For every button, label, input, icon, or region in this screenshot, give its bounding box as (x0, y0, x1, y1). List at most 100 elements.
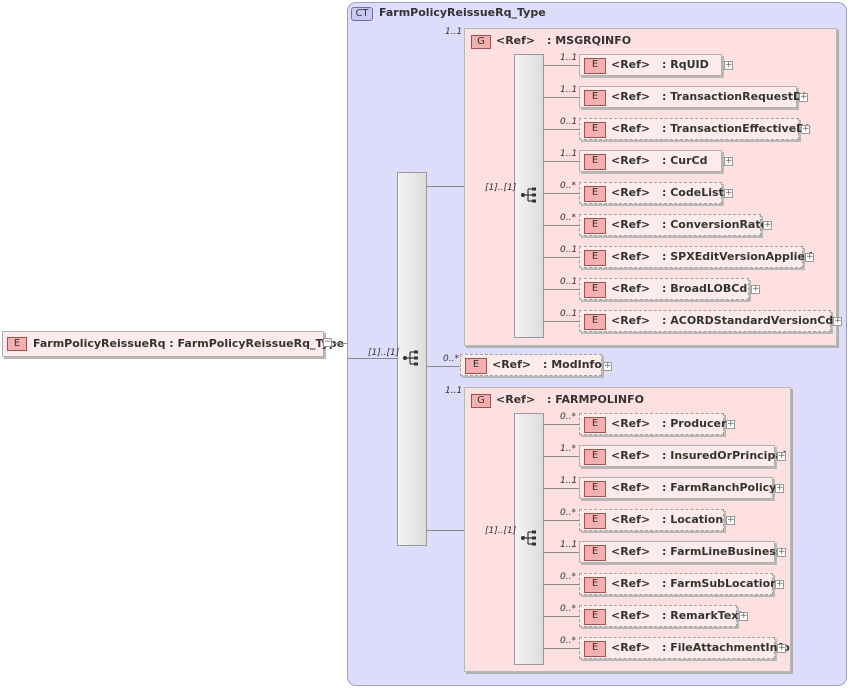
element-ref: <Ref> (611, 513, 651, 526)
element-cardinality: 0..* (560, 508, 576, 518)
connector-line (543, 97, 579, 98)
main-sequence-compositor[interactable] (397, 172, 427, 546)
element-badge: E (584, 513, 606, 529)
connector-line (427, 186, 464, 187)
connector-line (543, 289, 579, 290)
element-ref: <Ref> (611, 545, 651, 558)
element-cardinality: 1..1 (560, 476, 578, 486)
expand-icon[interactable]: + (777, 547, 786, 557)
complex-type-badge: CT (351, 7, 373, 21)
element-badge: E (7, 337, 27, 351)
element-ref: <Ref> (611, 314, 651, 327)
element-name: : RemarkText (662, 609, 744, 622)
element-ref: <Ref> (492, 358, 532, 371)
expand-icon[interactable]: + (739, 611, 748, 621)
element-ref: <Ref> (611, 577, 651, 590)
element-badge: E (584, 417, 606, 433)
expand-icon[interactable]: + (775, 483, 784, 493)
element-cardinality: 0..* (560, 636, 576, 646)
connector-line (543, 129, 579, 130)
element-cardinality: 1..1 (560, 53, 578, 63)
group-sequence-compositor[interactable] (514, 54, 544, 338)
sequence-cardinality: [1]..[1] (485, 183, 517, 193)
element-name: : ModInfo (543, 358, 602, 371)
connector-line (333, 343, 347, 344)
element-cardinality: 0..* (560, 181, 576, 191)
element-remarktext[interactable]: E<Ref>: RemarkText (579, 605, 744, 627)
element-conversionrate[interactable]: E<Ref>: ConversionRate (579, 214, 768, 236)
expand-icon[interactable]: + (775, 579, 784, 589)
sequence-icon (403, 350, 418, 366)
element-insuredorprincipal[interactable]: E<Ref>: InsuredOrPrincipal (579, 445, 787, 467)
element-farmranchpolicy[interactable]: E<Ref>: FarmRanchPolicy (579, 477, 776, 499)
element-ref: <Ref> (611, 250, 651, 263)
element-badge: E (584, 90, 606, 106)
element-ref: <Ref> (611, 481, 651, 494)
element-transactionrequestdt[interactable]: E<Ref>: TransactionRequestDt (579, 86, 807, 108)
element-farmsublocation[interactable]: E<Ref>: FarmSubLocation (579, 573, 778, 595)
element-name: : FarmSubLocation (662, 577, 778, 590)
expand-icon[interactable]: + (799, 92, 808, 102)
element-location[interactable]: E <Ref> : Location (579, 509, 724, 531)
connector-line (543, 257, 579, 258)
expand-icon[interactable]: + (751, 284, 760, 294)
element-ref: <Ref> (611, 218, 651, 231)
element-broadlobcd[interactable]: E<Ref>: BroadLOBCd (579, 278, 749, 300)
expand-icon[interactable]: + (777, 643, 786, 653)
connector-line (543, 456, 579, 457)
expand-icon[interactable]: + (763, 220, 772, 230)
sequence-cardinality: [1]..[1] (368, 348, 400, 358)
sequence-cardinality: [1]..[1] (485, 526, 517, 536)
element-curcd[interactable]: E<Ref>: CurCd (579, 150, 722, 172)
group-ref: <Ref> (496, 34, 536, 47)
element-name: : CodeList (662, 186, 724, 199)
element-modinfo[interactable]: E <Ref> : ModInfo (460, 354, 602, 376)
element-badge: E (584, 481, 606, 497)
root-element[interactable]: E FarmPolicyReissueRq : FarmPolicyReissu… (2, 331, 344, 357)
expand-icon[interactable]: + (801, 124, 810, 134)
root-element-label: FarmPolicyReissueRq : FarmPolicyReissueR… (33, 337, 345, 350)
expand-icon[interactable]: + (724, 156, 733, 166)
element-rquid[interactable]: E<Ref>: RqUID (579, 54, 722, 76)
element-badge: E (584, 609, 606, 625)
element-name: : BroadLOBCd (662, 282, 748, 295)
expand-icon[interactable]: + (726, 419, 735, 429)
group-sequence-compositor[interactable] (514, 413, 544, 665)
element-transactioneffectivedt[interactable]: E<Ref>: TransactionEffectiveDt (579, 118, 811, 140)
expand-icon[interactable]: + (805, 252, 814, 262)
element-name: : InsuredOrPrincipal (662, 449, 787, 462)
element-badge: E (584, 641, 606, 657)
connector-line (543, 424, 579, 425)
element-name: : Location (662, 513, 724, 526)
element-ref: <Ref> (611, 282, 651, 295)
expand-icon[interactable]: + (833, 316, 842, 326)
element-badge: E (584, 545, 606, 561)
element-cardinality: 1..1 (560, 149, 578, 159)
connector-line (543, 648, 579, 649)
connector-line (347, 358, 397, 359)
expand-icon[interactable]: + (603, 361, 612, 371)
connector-line (543, 161, 579, 162)
element-acordstandardversioncd[interactable]: E<Ref>: ACORDStandardVersionCd (579, 310, 833, 332)
connector-line (543, 584, 579, 585)
connector-line (543, 225, 579, 226)
element-spxeditversionapplied[interactable]: E<Ref>: SPXEditVersionApplied (579, 246, 813, 268)
element-codelist[interactable]: E<Ref>: CodeList (579, 182, 724, 204)
element-farmlinebusiness[interactable]: E<Ref>: FarmLineBusiness (579, 541, 782, 563)
group-ref: <Ref> (496, 393, 536, 406)
element-badge: E (584, 154, 606, 170)
group-cardinality: 1..1 (445, 27, 463, 37)
element-ref: <Ref> (611, 186, 651, 199)
expand-icon[interactable]: + (724, 188, 733, 198)
expand-icon[interactable]: + (726, 515, 735, 525)
expand-icon[interactable]: + (724, 60, 733, 70)
element-name: : TransactionRequestDt (662, 90, 808, 103)
collapse-icon[interactable]: − (323, 337, 332, 347)
element-name: : TransactionEffectiveDt (662, 122, 811, 135)
element-producer[interactable]: E<Ref>: Producer (579, 413, 727, 435)
expand-icon[interactable]: + (777, 451, 786, 461)
element-badge: E (584, 314, 606, 330)
element-fileattachmentinfo[interactable]: E<Ref>: FileAttachmentInfo (579, 637, 790, 659)
element-name: : ConversionRate (662, 218, 769, 231)
element-name: : Producer (662, 417, 727, 430)
